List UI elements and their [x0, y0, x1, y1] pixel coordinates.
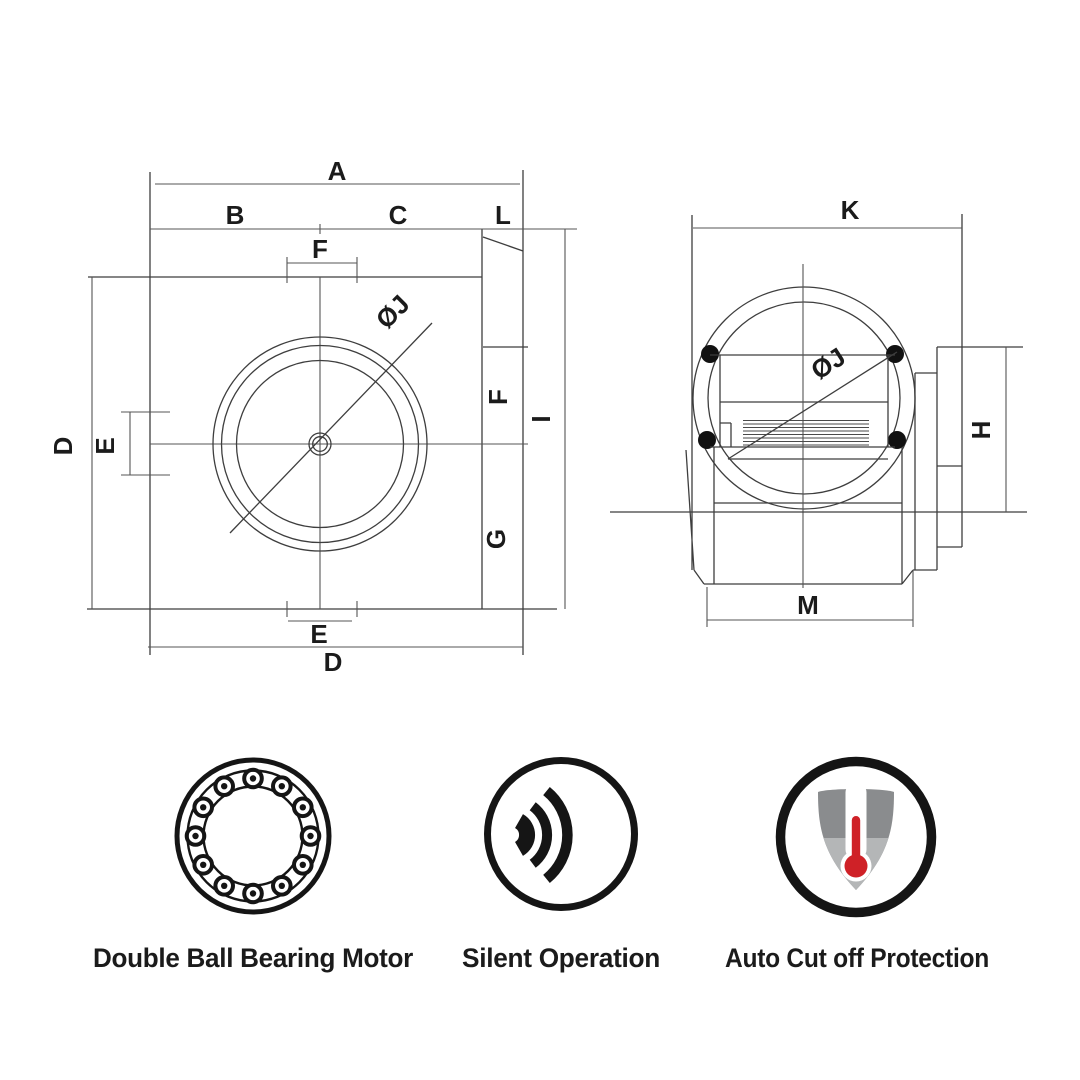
vent-grille	[743, 420, 869, 446]
dim-label-h: H	[966, 421, 996, 440]
dim-label-f-duct: F	[483, 389, 513, 405]
front-view-drawing: A B C L F D E F G I E D ØJ	[48, 156, 577, 677]
dim-label-f-top: F	[312, 234, 328, 264]
dim-label-b: B	[226, 200, 245, 230]
screw-dot	[888, 431, 906, 449]
dim-label-g: G	[481, 529, 511, 549]
hub-circles	[308, 432, 332, 456]
mounting-screws	[698, 345, 906, 449]
front-dimension-lines	[91, 183, 577, 648]
screw-dot	[701, 345, 719, 363]
side-dimension-lines	[693, 227, 1007, 627]
dim-label-d-left: D	[48, 437, 78, 456]
feature-caption-silent: Silent Operation	[462, 943, 660, 973]
impeller-circles	[212, 336, 428, 552]
ball-bearing-icon	[174, 757, 332, 915]
dim-label-d-bottom: D	[324, 647, 343, 677]
motor-body-outline	[685, 214, 1023, 585]
diameter-leader-line	[229, 322, 433, 534]
dim-label-i: I	[526, 415, 556, 422]
dim-label-a: A	[328, 156, 347, 186]
thermometer-mercury	[844, 816, 868, 878]
bearing-balls	[184, 767, 322, 905]
dim-label-c: C	[389, 200, 408, 230]
diameter-leader-line	[727, 351, 898, 460]
dim-label-m: M	[797, 590, 819, 620]
dim-label-e-left: E	[90, 437, 120, 454]
housing-ring-circles	[692, 286, 916, 510]
dim-label-l: L	[495, 200, 511, 230]
dim-label-e-bottom: E	[310, 619, 327, 649]
mounting-plate-outline	[87, 170, 557, 655]
center-lines	[150, 277, 528, 609]
feature-caption-bearing: Double Ball Bearing Motor	[93, 943, 414, 973]
screw-dot	[698, 431, 716, 449]
feature-icons: Double Ball Bearing Motor Silent Operati…	[93, 756, 989, 973]
dim-label-diameter-side: ØJ	[805, 341, 850, 385]
sound-waves-icon	[484, 757, 638, 911]
dim-label-k: K	[841, 195, 860, 225]
side-view-drawing: K H M ØJ	[610, 195, 1027, 627]
feature-caption-protection: Auto Cut off Protection	[725, 943, 989, 973]
shield-thermometer-icon	[775, 756, 937, 918]
dim-label-diameter-front: ØJ	[370, 289, 416, 335]
